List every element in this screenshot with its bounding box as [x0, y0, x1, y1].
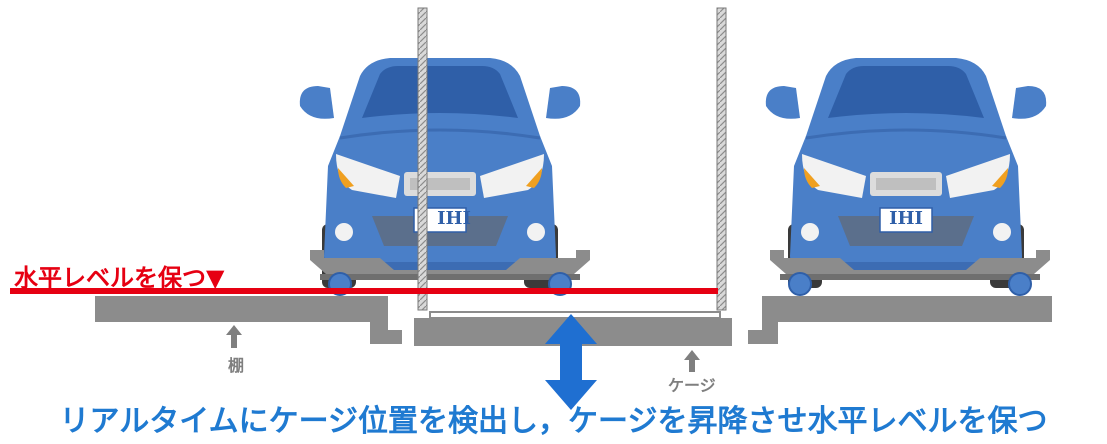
right-plate-label: IHI: [889, 208, 923, 229]
right-car: [764, 56, 1048, 290]
left-car: [298, 56, 582, 290]
cage-frame: [417, 7, 727, 311]
up-arrow-icon: [684, 350, 700, 372]
right-shelf: [748, 296, 1052, 344]
caption: リアルタイムにケージ位置を検出し，ケージを昇降させ水平レベルを保つ: [59, 404, 1048, 439]
left-shelf: [95, 296, 402, 344]
shelf-label: 棚: [228, 356, 245, 375]
horizontal-level-line: [10, 288, 718, 294]
level-label: 水平レベルを保つ▼: [14, 264, 225, 292]
up-arrow-icon: [226, 325, 242, 348]
left-plate-label: IHI: [437, 208, 471, 229]
cage-label: ケージ: [668, 376, 716, 395]
double-vertical-arrow-icon: [545, 314, 597, 410]
